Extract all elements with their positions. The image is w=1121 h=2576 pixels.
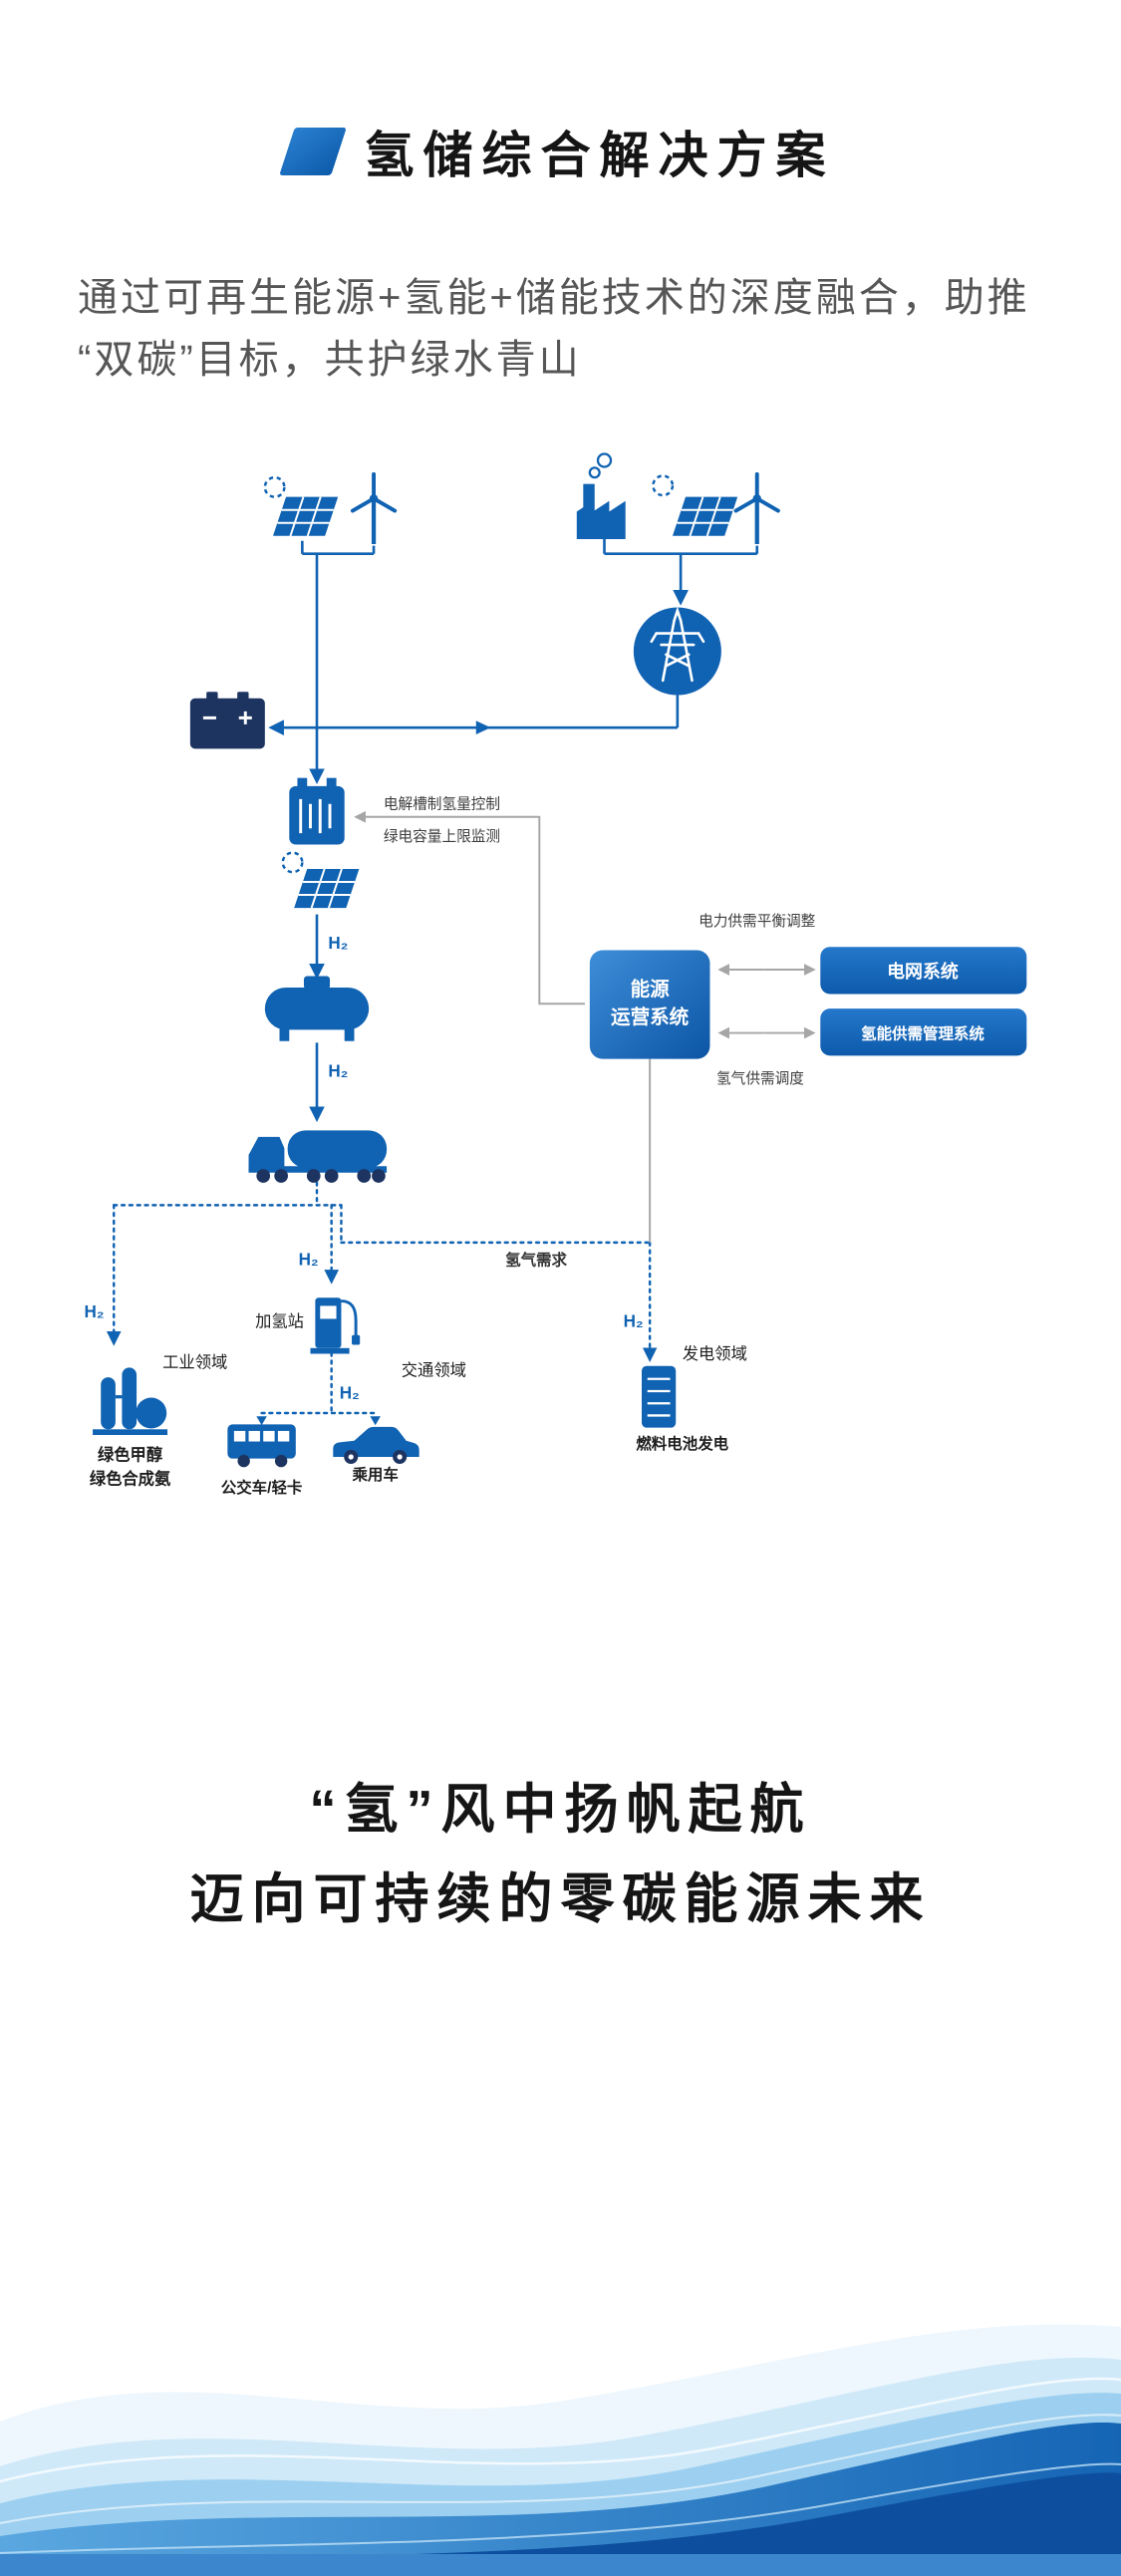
header: 氢储综合解决方案 (0, 116, 1121, 187)
chemical-plant-icon (93, 1367, 168, 1436)
h2-label-electrolyzer: H₂ (328, 934, 348, 953)
car-arrow (370, 1416, 381, 1426)
sun-icon-3 (281, 851, 304, 874)
energy-ops-box: 能源 运营系统 (589, 950, 710, 1059)
hydrogen-mgmt-node: 氢能供需管理系统 (820, 1008, 1027, 1056)
grid-system-node: 电网系统 (820, 947, 1027, 995)
grid-system-label: 电网系统 (887, 961, 959, 982)
intro-line-2: “双碳”目标，共护绿水青山 (78, 338, 582, 382)
h2-label-vehicles: H₂ (340, 1383, 360, 1402)
wave-artwork (0, 2324, 1121, 2576)
hydrogen-truck-icon (248, 1130, 388, 1183)
label-green-power-monitor: 绿电容量上限监测 (384, 828, 500, 845)
hydrogen-mgmt-label: 氢能供需管理系统 (861, 1023, 984, 1042)
label-electrolyzer-control: 电解槽制氢量控制 (384, 796, 500, 813)
sun-icon-2 (652, 474, 675, 497)
battery-icon (189, 692, 265, 749)
h2-label-powergen: H₂ (624, 1312, 644, 1331)
page-title: 氢储综合解决方案 (364, 128, 835, 183)
wind-turbine-icon-2 (736, 474, 778, 544)
control-signal-lines (354, 810, 816, 1243)
solar-panel-icon-3 (293, 867, 361, 910)
bus-arrow (256, 1416, 267, 1426)
slogan-line-1: “氢”风中扬帆起航 (309, 1780, 812, 1840)
hydrogen-distribution-lines (106, 1181, 658, 1415)
label-green-methanol: 绿色甲醇 (98, 1445, 162, 1464)
factory-icon (576, 452, 626, 540)
grid-feed-arrow (475, 720, 491, 734)
h2-label-tank: H₂ (328, 1062, 348, 1081)
label-transport-sector: 交通领域 (402, 1362, 466, 1380)
label-powergen-sector: 发电领域 (683, 1345, 747, 1363)
label-hydrogen-demand: 氢气需求 (505, 1251, 567, 1270)
energy-ops-label-2: 运营系统 (611, 1005, 690, 1028)
label-hydrogen-dispatch: 氢气供需调度 (716, 1070, 804, 1087)
energy-ops-label-1: 能源 (631, 978, 671, 1001)
label-fuel-cell-power: 燃料电池发电 (636, 1434, 728, 1453)
intro-line-1: 通过可再生能源+氢能+储能技术的深度融合，助推 (78, 276, 1030, 320)
wind-turbine-icon (353, 474, 395, 544)
refuel-pump-icon (310, 1297, 361, 1354)
label-industry-sector: 工业领域 (162, 1353, 227, 1371)
label-refuel-station: 加氢站 (255, 1312, 304, 1331)
slogan-line-2: 迈向可持续的零碳能源未来 (189, 1868, 932, 1929)
title-accent-mark (278, 128, 347, 175)
solar-panel-icon (272, 495, 340, 537)
label-passenger-car: 乘用车 (351, 1465, 398, 1484)
power-flow-lines (268, 539, 759, 784)
car-icon (333, 1426, 420, 1465)
intro-paragraph: 通过可再生能源+氢能+储能技术的深度融合，助推 “双碳”目标，共护绿水青山 (78, 267, 1064, 391)
power-grid-icon (633, 606, 721, 696)
electrolyzer-icon (289, 777, 345, 845)
bus-icon (227, 1424, 296, 1468)
label-power-balance: 电力供需平衡调整 (699, 913, 816, 930)
solar-panel-icon-2 (671, 495, 739, 537)
hydrogen-flow-diagram: 能源 运营系统 电网系统 氢能供需管理系统 (85, 452, 1027, 1497)
h2-label-industry: H₂ (85, 1302, 105, 1321)
sun-icon (263, 475, 286, 498)
fuel-cell-icon (642, 1365, 677, 1428)
slogan: “氢”风中扬帆起航 迈向可持续的零碳能源未来 (0, 1766, 1121, 1944)
h2-label-station: H₂ (299, 1251, 319, 1270)
label-green-ammonia: 绿色合成氨 (90, 1470, 171, 1489)
hydrogen-tank-icon (264, 976, 370, 1041)
label-bus-truck: 公交车/轻卡 (221, 1478, 303, 1497)
